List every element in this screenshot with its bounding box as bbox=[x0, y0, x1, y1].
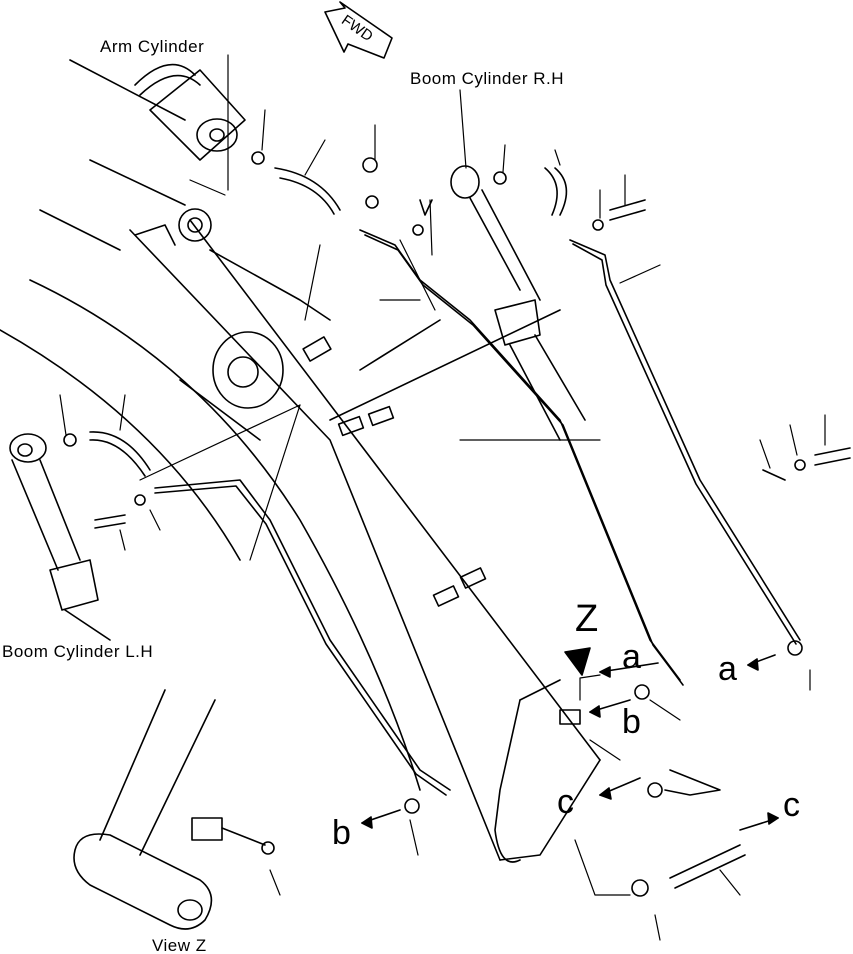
hoses bbox=[89, 167, 746, 889]
label-a-pipe: a bbox=[622, 638, 641, 676]
boom-cylinder-rh bbox=[450, 165, 586, 441]
label-arm-cylinder: Arm Cylinder bbox=[100, 37, 205, 56]
fwd-arrow-icon bbox=[324, 1, 393, 59]
boom-cylinder-lh bbox=[9, 433, 111, 641]
label-view-z: View Z bbox=[152, 936, 207, 954]
clamps bbox=[302, 336, 581, 725]
label-a-fitting: a bbox=[718, 650, 737, 688]
leader-lines bbox=[59, 54, 826, 941]
boom-pivot bbox=[134, 208, 331, 409]
label-boom-cylinder-lh: Boom Cylinder L.H bbox=[2, 642, 154, 661]
label-c-view: c bbox=[557, 783, 574, 821]
hydraulic-pipes bbox=[154, 229, 801, 796]
label-z: Z bbox=[575, 598, 599, 640]
label-c-hose: c bbox=[783, 786, 800, 824]
view-z-inset bbox=[73, 689, 275, 930]
label-boom-cylinder-rh: Boom Cylinder R.H bbox=[410, 69, 564, 88]
reference-arrows bbox=[361, 647, 779, 831]
label-b-fitting: b bbox=[332, 814, 351, 852]
boom-body bbox=[0, 59, 601, 863]
fittings bbox=[63, 151, 851, 897]
arm-cylinder bbox=[134, 63, 246, 161]
label-b-view: b bbox=[622, 703, 641, 741]
